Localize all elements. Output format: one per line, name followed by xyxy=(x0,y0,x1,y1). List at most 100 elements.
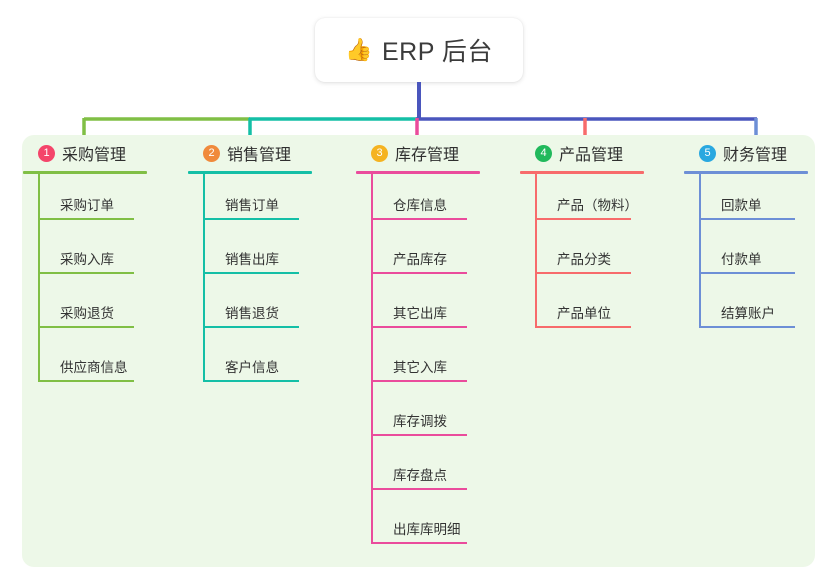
root-node[interactable]: 👍 ERP 后台 xyxy=(315,18,523,82)
list-item[interactable]: 付款单 xyxy=(699,228,839,282)
leaf-label: 产品单位 xyxy=(557,306,611,321)
leaf-label: 采购入库 xyxy=(60,252,114,267)
list-item[interactable]: 产品库存 xyxy=(371,228,517,282)
list-item[interactable]: 销售退货 xyxy=(203,282,349,336)
leaf-label: 结算账户 xyxy=(721,306,775,321)
leaf-rule xyxy=(699,326,795,328)
leaf-rule xyxy=(371,272,467,274)
leaf-label: 付款单 xyxy=(721,252,762,267)
list-item[interactable]: 结算账户 xyxy=(699,282,839,336)
branch-header-2[interactable]: 2 销售管理 xyxy=(187,135,349,171)
leaf-rule xyxy=(38,272,134,274)
branch-title-2: 销售管理 xyxy=(227,147,292,164)
branch-items-2: 销售订单 销售出库 销售退货 客户信息 xyxy=(187,174,349,390)
branch-trunk-2 xyxy=(203,174,205,382)
leaf-rule xyxy=(203,218,299,220)
leaf-rule xyxy=(38,380,134,382)
leaf-label: 产品分类 xyxy=(557,252,611,267)
leaf-label: 销售退货 xyxy=(225,306,279,321)
leaf-label: 供应商信息 xyxy=(60,360,128,375)
leaf-rule xyxy=(203,326,299,328)
thumbs-up-icon: 👍 xyxy=(345,37,373,62)
branch-column-2: 2 销售管理 销售订单 销售出库 销售退货 客户信息 xyxy=(187,135,349,390)
branch-badge-3: 3 xyxy=(371,144,388,162)
leaf-label: 客户信息 xyxy=(225,360,279,375)
list-item[interactable]: 出库库明细 xyxy=(371,498,517,552)
branch-title-3: 库存管理 xyxy=(395,147,460,164)
list-item[interactable]: 采购入库 xyxy=(38,228,184,282)
list-item[interactable]: 仓库信息 xyxy=(371,174,517,228)
branch-title-4: 产品管理 xyxy=(559,147,624,164)
branch-header-1[interactable]: 1 采购管理 xyxy=(22,135,184,171)
branch-badge-1: 1 xyxy=(38,144,55,162)
root-node-label: 👍 ERP 后台 xyxy=(345,32,493,68)
branch-rule-2 xyxy=(188,171,312,174)
list-item[interactable]: 产品单位 xyxy=(535,282,681,336)
list-item[interactable]: 产品（物料） xyxy=(535,174,681,228)
leaf-rule xyxy=(38,326,134,328)
branch-badge-4: 4 xyxy=(535,144,552,162)
leaf-label: 其它出库 xyxy=(393,306,447,321)
leaf-rule xyxy=(371,542,467,544)
leaf-label: 库存调拨 xyxy=(393,414,447,429)
leaf-label: 销售出库 xyxy=(225,252,279,267)
leaf-rule xyxy=(203,272,299,274)
leaf-rule xyxy=(371,380,467,382)
branch-columns: 1 采购管理 采购订单 采购入库 采购退货 供应商信 xyxy=(22,135,815,567)
branches-panel xyxy=(22,135,815,567)
leaf-label: 仓库信息 xyxy=(393,198,447,213)
leaf-rule xyxy=(203,380,299,382)
leaf-label: 销售订单 xyxy=(225,198,279,213)
branch-items-3: 仓库信息 产品库存 其它出库 其它入库 库存调拨 xyxy=(355,174,517,552)
leaf-rule xyxy=(371,434,467,436)
leaf-label: 产品库存 xyxy=(393,252,447,267)
branch-rule-5 xyxy=(684,171,808,174)
branch-items-5: 回款单 付款单 结算账户 xyxy=(683,174,839,336)
branch-header-5[interactable]: 5 财务管理 xyxy=(683,135,839,171)
list-item[interactable]: 库存盘点 xyxy=(371,444,517,498)
branch-column-3: 3 库存管理 仓库信息 产品库存 其它出库 其它入库 xyxy=(355,135,517,552)
list-item[interactable]: 销售出库 xyxy=(203,228,349,282)
leaf-rule xyxy=(535,272,631,274)
branch-trunk-5 xyxy=(699,174,701,328)
leaf-label: 库存盘点 xyxy=(393,468,447,483)
leaf-label: 产品（物料） xyxy=(557,198,638,213)
list-item[interactable]: 客户信息 xyxy=(203,336,349,390)
branch-trunk-3 xyxy=(371,174,373,544)
branch-items-4: 产品（物料） 产品分类 产品单位 xyxy=(519,174,681,336)
list-item[interactable]: 库存调拨 xyxy=(371,390,517,444)
leaf-rule xyxy=(699,218,795,220)
branch-rule-1 xyxy=(23,171,147,174)
branch-trunk-4 xyxy=(535,174,537,328)
list-item[interactable]: 销售订单 xyxy=(203,174,349,228)
leaf-rule xyxy=(371,218,467,220)
leaf-label: 采购订单 xyxy=(60,198,114,213)
list-item[interactable]: 回款单 xyxy=(699,174,839,228)
branch-header-3[interactable]: 3 库存管理 xyxy=(355,135,517,171)
branch-header-4[interactable]: 4 产品管理 xyxy=(519,135,681,171)
list-item[interactable]: 供应商信息 xyxy=(38,336,184,390)
list-item[interactable]: 产品分类 xyxy=(535,228,681,282)
list-item[interactable]: 采购退货 xyxy=(38,282,184,336)
branch-trunk-1 xyxy=(38,174,40,382)
leaf-rule xyxy=(371,326,467,328)
root-node-text: ERP 后台 xyxy=(382,38,493,66)
list-item[interactable]: 其它入库 xyxy=(371,336,517,390)
leaf-rule xyxy=(699,272,795,274)
leaf-rule xyxy=(38,218,134,220)
branch-badge-5: 5 xyxy=(699,144,716,162)
branch-title-1: 采购管理 xyxy=(62,147,127,164)
branch-rule-3 xyxy=(356,171,480,174)
branch-title-5: 财务管理 xyxy=(723,147,788,164)
leaf-label: 回款单 xyxy=(721,198,762,213)
branch-items-1: 采购订单 采购入库 采购退货 供应商信息 xyxy=(22,174,184,390)
list-item[interactable]: 其它出库 xyxy=(371,282,517,336)
branch-badge-2: 2 xyxy=(203,144,220,162)
leaf-rule xyxy=(371,488,467,490)
leaf-label: 采购退货 xyxy=(60,306,114,321)
branch-column-4: 4 产品管理 产品（物料） 产品分类 产品单位 xyxy=(519,135,681,336)
leaf-rule xyxy=(535,218,631,220)
list-item[interactable]: 采购订单 xyxy=(38,174,184,228)
leaf-label: 其它入库 xyxy=(393,360,447,375)
